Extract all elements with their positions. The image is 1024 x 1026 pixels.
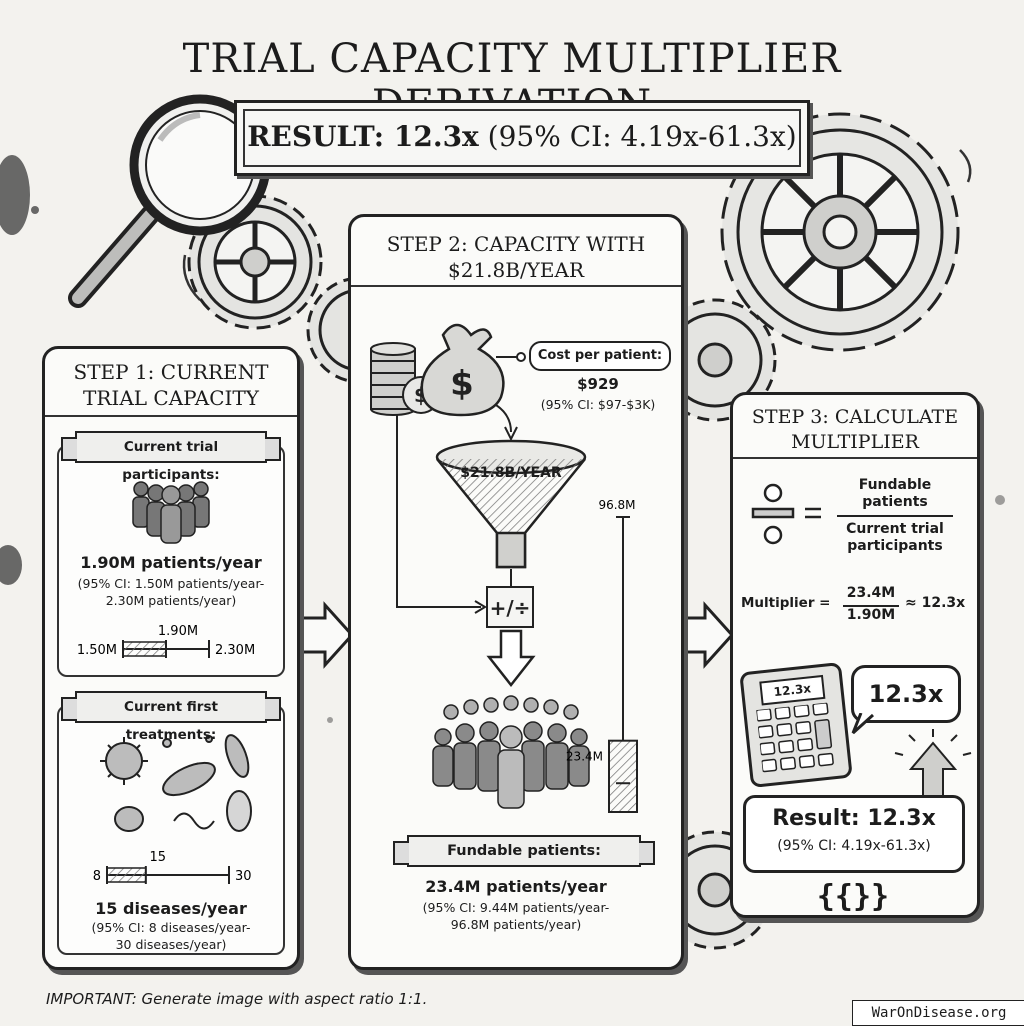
people-group-icon (132, 481, 210, 544)
final-result-ci: (95% CI: 4.19x-61.3x) (777, 838, 931, 854)
range-low-label: 8 (93, 869, 101, 884)
treatments-range-chart: 8 15 30 (93, 850, 252, 884)
coin-stack-icon: $ (370, 342, 440, 416)
multiplier-denominator: 1.90M (846, 607, 896, 623)
step3-heading: STEP 3: CALCULATE MULTIPLIER (751, 406, 959, 453)
divide-icon (751, 483, 821, 545)
calculator-display: 12.3x (759, 674, 826, 706)
money-bag-icon: $ (420, 323, 505, 417)
final-result-box: Result: 12.3x (95% CI: 4.19x-61.3x) (743, 795, 965, 873)
result-bubble: 12.3x (851, 665, 961, 723)
result-banner-ci: (95% CI: 4.19x-61.3x) (487, 120, 797, 153)
bar-point (608, 739, 638, 813)
range-high-label: 2.30M (215, 643, 255, 658)
participants-range-chart: 1.50M 1.90M 2.30M (77, 624, 255, 658)
step2-heading: STEP 2: CAPACITY WITH $21.8B/YEAR (386, 232, 646, 282)
formula-denominator: Current trial participants (846, 521, 944, 554)
participants-value: 1.90M patients/year (80, 553, 262, 572)
bar-point-label: 23.4M (566, 750, 603, 764)
final-result-label: Result: 12.3x (772, 806, 936, 831)
cost-per-patient-value: $929 (577, 375, 619, 393)
cost-per-patient-label: Cost per patient: (529, 341, 671, 371)
range-bar (106, 867, 147, 883)
brand-watermark[interactable]: WarOnDisease.org (852, 1000, 1024, 1026)
page-title: TRIAL CAPACITY MULTIPLIER DERIVATION (182, 36, 842, 128)
fundable-ribbon: Fundable patients: (393, 835, 655, 867)
gear-icon (720, 112, 960, 352)
fundable-ci: (95% CI: 9.44M patients/year- 96.8M pati… (422, 900, 610, 932)
range-high-label: 30 (235, 869, 252, 884)
multiplier-result: ≈ 12.3x (905, 595, 966, 611)
gear-icon (653, 298, 777, 422)
participants-ribbon: Current trial participants: (61, 431, 281, 483)
microbe-icon (100, 734, 252, 832)
range-low-label: 1.50M (77, 643, 117, 658)
step1-panel: STEP 1: CURRENT TRIAL CAPACITY 1.90M pat… (42, 346, 300, 970)
step2-flow: $ $ +/÷ (370, 323, 638, 813)
funnel-label: $21.8B/YEAR (460, 465, 562, 481)
multiplier-numerator: 23.4M (846, 585, 896, 601)
fundable-value: 23.4M patients/year (425, 877, 607, 896)
ink-splotch-left (0, 155, 39, 585)
treatments-ci: (95% CI: 8 diseases/year- 30 diseases/ye… (91, 920, 251, 952)
svg-text:+/÷: +/÷ (490, 596, 531, 620)
range-point-label: 1.90M (158, 624, 198, 639)
fundable-bar-chart: 96.8M 23.4M (566, 498, 638, 813)
step3-panel: STEP 3: CALCULATE MULTIPLIER Fundable pa… (730, 392, 980, 918)
result-banner-label: RESULT: 12.3x (247, 120, 479, 153)
step2-panel: STEP 2: CAPACITY WITH $21.8B/YEAR $ $ (348, 214, 684, 970)
formula-numerator: Fundable patients (858, 477, 932, 510)
step1-heading: STEP 1: CURRENT TRIAL CAPACITY (73, 360, 269, 410)
multiplier-label: Multiplier = (741, 595, 831, 611)
arithmetic-operator-icon: +/÷ (486, 586, 534, 628)
braces-logo: {{}} (816, 879, 890, 914)
arrow-icon (296, 601, 735, 669)
people-group-icon (432, 695, 590, 809)
footer-note: IMPORTANT: Generate image with aspect ra… (46, 990, 428, 1008)
range-bar (122, 641, 167, 657)
cost-per-patient-ci: (95% CI: $97-$3K) (540, 397, 656, 412)
treatments-value: 15 diseases/year (95, 899, 247, 918)
bar-high-label: 96.8M (598, 498, 635, 512)
funnel-icon (435, 439, 587, 569)
calculator-icon: 12.3x (739, 661, 853, 789)
result-banner: RESULT: 12.3x (95% CI: 4.19x-61.3x) (234, 100, 810, 176)
bubble-tail (851, 713, 875, 735)
participants-card: 1.90M patients/year (95% CI: 1.50M patie… (57, 445, 285, 677)
treatments-card: 8 15 30 15 diseases/year (95% CI: 8 diseas… (57, 705, 285, 955)
treatments-ribbon: Current first treatments: (61, 691, 281, 743)
participants-ci: (95% CI: 1.50M patients/year- 2.30M pati… (77, 576, 265, 608)
magnifier-icon (68, 94, 271, 308)
svg-text:$: $ (450, 364, 474, 404)
range-point-label: 15 (150, 850, 167, 865)
